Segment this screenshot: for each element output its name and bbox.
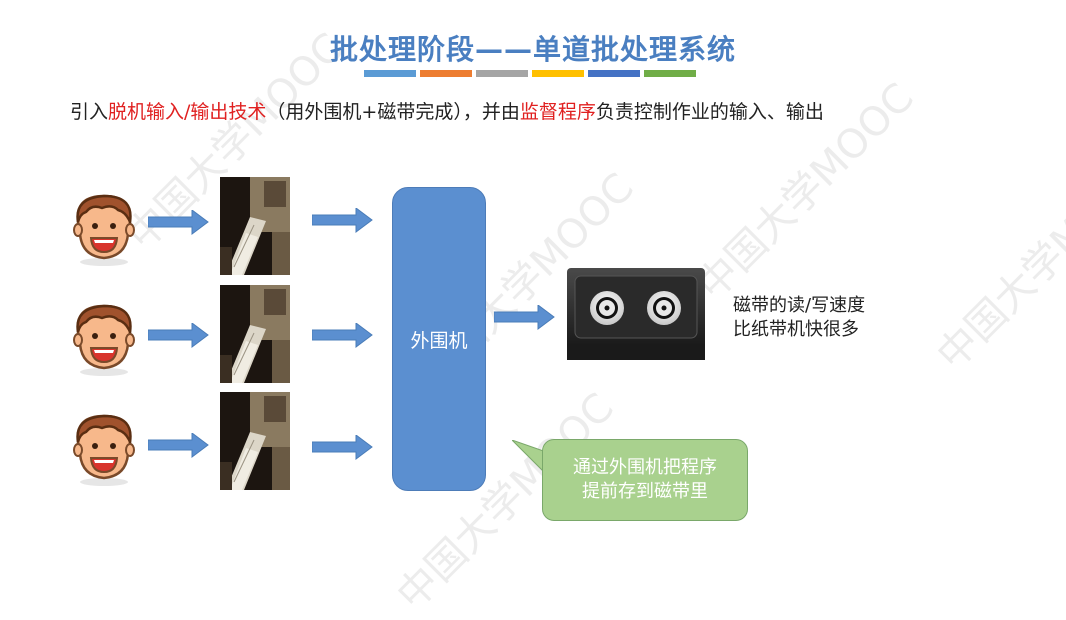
callout-line: 提前存到磁带里 xyxy=(582,481,708,502)
arrow-icon xyxy=(312,323,373,348)
tape-note-line: 磁带的读/写速度 xyxy=(733,295,866,316)
user-face-icon xyxy=(72,304,136,378)
paper-tape-machine-photo xyxy=(220,177,290,275)
magnetic-tape-icon xyxy=(567,268,705,360)
arrow-icon xyxy=(312,435,373,460)
color-bar-segment xyxy=(532,70,584,77)
color-bar-segment xyxy=(364,70,416,77)
color-bar-segment xyxy=(644,70,696,77)
tape-note-line: 比纸带机快很多 xyxy=(733,319,859,340)
peripheral-label: 外围机 xyxy=(410,329,468,352)
intro-part: 引入 xyxy=(70,101,109,123)
watermark: 中国大学MOOC xyxy=(928,144,1066,380)
intro-part: 负责控制作业的输入、输出 xyxy=(595,101,824,123)
page-title: 批处理阶段——单道批处理系统 xyxy=(329,33,736,66)
arrow-icon xyxy=(148,433,209,458)
arrow-icon xyxy=(312,208,373,233)
intro-highlight-offline-io: 脱机输入/输出技术 xyxy=(108,101,267,123)
callout-bubble: 通过外围机把程序 提前存到磁带里 xyxy=(542,439,748,521)
color-bar-segment xyxy=(476,70,528,77)
arrow-icon xyxy=(494,305,555,330)
tape-speed-note: 磁带的读/写速度 比纸带机快很多 xyxy=(733,294,865,342)
intro-part: （用外围机+磁带完成），并由 xyxy=(266,101,520,123)
intro-text: 引入脱机输入/输出技术（用外围机+磁带完成），并由监督程序负责控制作业的输入、输… xyxy=(70,97,824,124)
color-bar-segment xyxy=(420,70,472,77)
paper-tape-machine-photo xyxy=(220,285,290,383)
callout-line: 通过外围机把程序 xyxy=(573,457,717,478)
arrow-icon xyxy=(148,210,209,235)
paper-tape-machine-photo xyxy=(220,392,290,490)
intro-highlight-supervisor: 监督程序 xyxy=(519,101,596,123)
user-face-icon xyxy=(72,194,136,268)
peripheral-machine-box: 外围机 xyxy=(392,187,486,491)
color-bar-segment xyxy=(588,70,640,77)
user-face-icon xyxy=(72,414,136,488)
arrow-icon xyxy=(148,323,209,348)
